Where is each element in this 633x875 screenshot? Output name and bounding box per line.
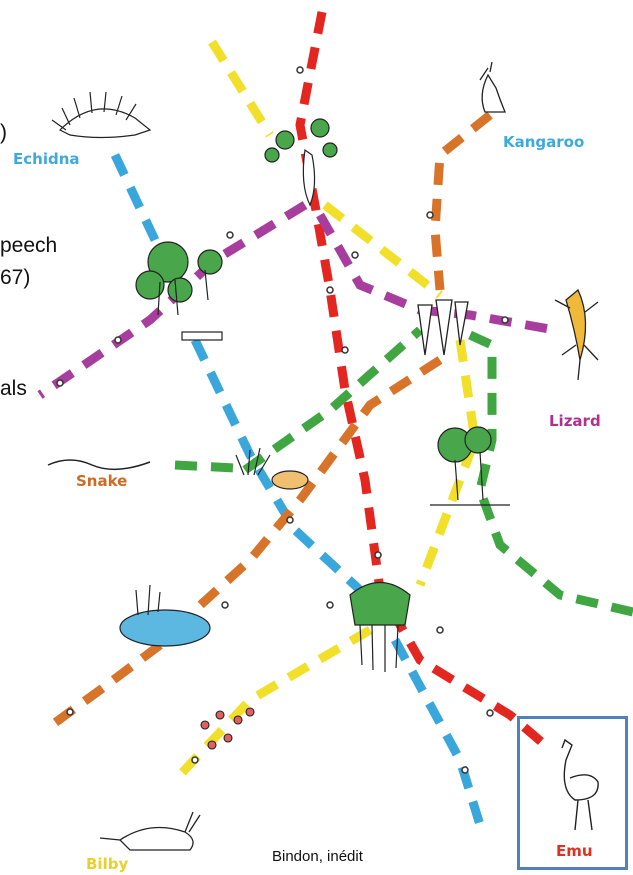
bilby-drawing — [100, 812, 200, 850]
tree-east — [430, 427, 510, 505]
credit-caption: Bindon, inédit — [272, 848, 363, 865]
yellow-track-bilby — [180, 630, 370, 775]
bilby-label: Bilby — [86, 855, 128, 873]
orange-track-diagonal — [195, 360, 440, 610]
left-fragment-3: 67) — [0, 266, 30, 290]
left-fragment-2: peech — [0, 234, 57, 258]
flower-bush — [201, 708, 254, 749]
left-fragment-1: ) — [0, 121, 7, 145]
green-track-snake — [175, 465, 235, 468]
emu-highlight-box — [517, 716, 628, 870]
lizard-drawing — [555, 290, 598, 380]
lizard-label: Lizard — [549, 412, 601, 430]
kangaroo-drawing — [480, 62, 505, 112]
tree-cluster-northwest — [136, 242, 222, 315]
echidna-label: Echidna — [13, 150, 80, 168]
blue-track-echidna — [115, 155, 155, 240]
green-track-diagonal — [245, 330, 420, 470]
waterhole — [120, 585, 210, 646]
yellow-track-south — [420, 340, 475, 585]
yellow-track-north — [212, 42, 270, 135]
green-track-east — [470, 335, 633, 612]
snake-label: Snake — [76, 472, 127, 490]
kangaroo-label: Kangaroo — [503, 133, 584, 151]
orange-track-kangaroo — [435, 115, 490, 290]
orange-track-southwest — [45, 645, 160, 730]
snake-drawing — [48, 460, 150, 469]
left-fragment-4: als — [0, 377, 27, 401]
log-object — [182, 332, 222, 340]
echidna-drawing — [52, 92, 150, 138]
red-track — [300, 12, 545, 745]
